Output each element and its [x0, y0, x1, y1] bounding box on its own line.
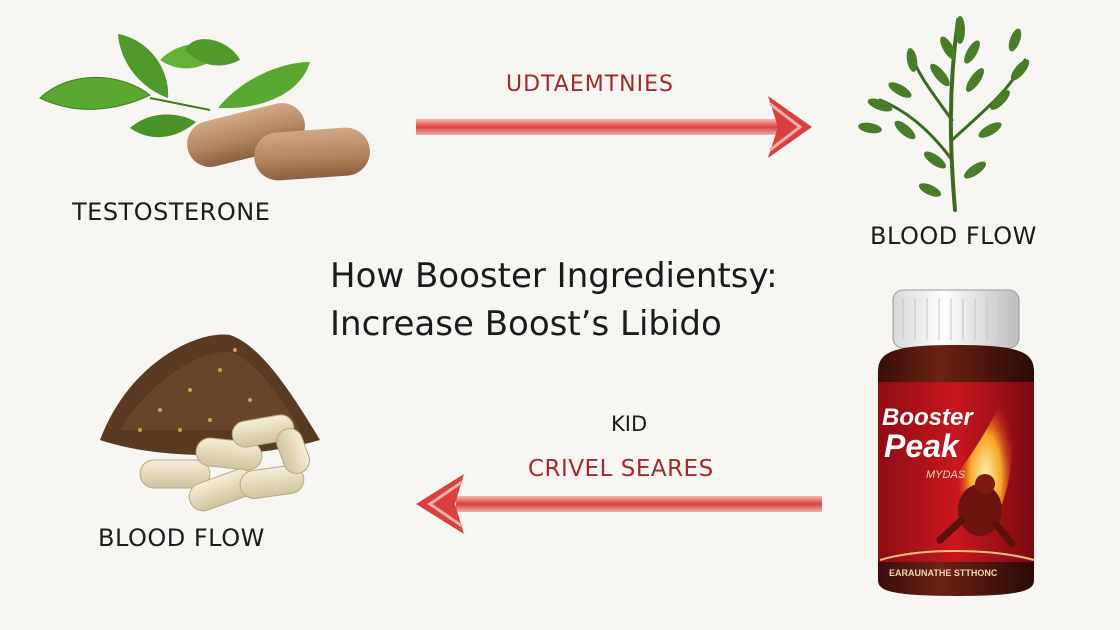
arrow-bottom-label: CRIVEL SEARES — [528, 456, 714, 482]
bottle-sub: MYDAS — [926, 469, 966, 481]
bottle-brand-line2: Peak — [884, 428, 961, 464]
label-blood-flow-right: BLOOD FLOW — [870, 222, 1037, 250]
leaves-capsules-illustration — [39, 34, 370, 181]
headline: How Booster Ingredientsy: Increase Boost… — [330, 252, 850, 348]
bottle-bottom-text: EARAUNATHE STTHONC — [889, 568, 998, 578]
label-testosterone: TESTOSTERONE — [72, 198, 271, 226]
arrow-bottom-small-label: KID — [611, 412, 648, 436]
arrow-top-label: UDTAEMTNIES — [506, 72, 674, 97]
herb-sprig-illustration — [858, 16, 1030, 212]
arrow-right — [416, 96, 812, 158]
bottle-brand-line1: Booster — [882, 404, 974, 431]
label-blood-flow-left: BLOOD FLOW — [98, 524, 265, 552]
headline-line-1: How Booster Ingredientsy: — [330, 256, 778, 296]
supplement-bottle — [878, 289, 1035, 596]
headline-line-2: Increase Boost’s Libido — [330, 304, 722, 344]
seeds-capsules-illustration — [100, 334, 320, 512]
arrow-left — [416, 474, 822, 534]
